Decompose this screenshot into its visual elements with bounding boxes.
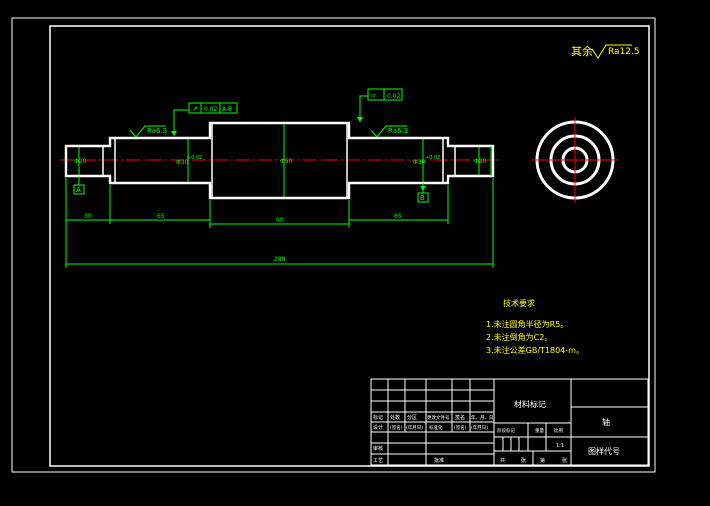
tb-h-2: 分区 [407, 414, 417, 421]
tb-h-1: 处数 [390, 414, 400, 421]
tb-stage-1: 重量 [535, 427, 544, 434]
roughness-left: Ra6.3 [129, 125, 167, 138]
tb-h-4: 签名 [455, 414, 465, 421]
tb-r2-1: (签名) [390, 424, 403, 431]
tb-r4-1: 批准 [434, 457, 444, 464]
roughness-right-value: Ra6.3 [388, 127, 408, 135]
len-seg2: 65 [157, 213, 165, 220]
tb-h-3: 更改文件号 [427, 414, 450, 421]
tech-item-1: 1.未注圆角半径为R5。 [486, 319, 568, 329]
diameter-dims: Φ20 Φ30 +0.02 Φ50 Φ30 +0.02 Φ20 [74, 124, 487, 197]
tb-stage-2: 比例 [554, 427, 563, 434]
tb-h-5: 年、月、日 [471, 414, 494, 421]
tolerance-frame-left: ↗ 0.02 A-B [171, 102, 238, 136]
tb-stage-0: 阶段标记 [497, 427, 515, 434]
tb-sheet-3: 张 [562, 457, 567, 464]
datum-a: A [73, 176, 85, 195]
datum-a-label: A [76, 186, 81, 194]
tol-right-value: 0.02 [387, 93, 401, 100]
dia-left-mid-tol: +0.02 [187, 155, 202, 161]
dia-right-mid-tol: +0.02 [425, 155, 440, 161]
general-roughness-value: Ra12.5 [608, 47, 640, 57]
dia-left-mid: Φ30 [176, 159, 189, 166]
dia-right-end: Φ20 [474, 158, 487, 165]
tol-left-datum: A-B [222, 106, 232, 113]
tb-r4-0: 工艺 [373, 458, 383, 464]
len-seg1: 30 [84, 213, 92, 220]
end-view [532, 117, 618, 203]
tol-right-symbol: ⌭ [371, 92, 376, 100]
roughness-right: Ra6.3 [370, 125, 408, 138]
datum-b-label: B [420, 194, 425, 202]
tb-sheet-1: 张 [521, 457, 526, 464]
tb-r2-2: (年月日) [406, 424, 423, 431]
general-note-text: 其余 [571, 44, 593, 58]
dia-center: Φ50 [280, 158, 293, 165]
tol-left-value: 0.02 [204, 106, 218, 113]
tb-sheet-2: 第 [540, 457, 545, 464]
outer-frame [11, 17, 656, 473]
shaft-outline [64, 121, 495, 200]
title-block: 材料标记 轴 图样代号 1:1 标记 处数 分区 更改文件号 签名 年、月、日 … [370, 378, 649, 466]
scale-value: 1:1 [556, 443, 564, 449]
dia-right-mid: Φ30 [413, 159, 426, 166]
tech-heading: 技术要求 [503, 298, 535, 308]
tech-item-2: 2.未注倒角为C2。 [486, 332, 552, 342]
tb-r2-3: 标准化 [429, 424, 443, 431]
length-dims: 30 65 90 65 288 [65, 178, 494, 268]
tb-r2-0: 设计 [373, 424, 383, 431]
tolerance-frame-right: ⌭ 0.02 [357, 88, 403, 122]
part-name: 轴 [602, 417, 610, 427]
len-seg4: 65 [394, 213, 402, 220]
len-seg3: 90 [276, 217, 284, 224]
datum-b: B [417, 183, 429, 203]
tb-sheet-0: 共 [500, 457, 505, 464]
general-roughness-note: 其余 Ra12.5 [571, 44, 640, 59]
tb-r2-5: (年月日) [471, 424, 488, 431]
tol-left-symbol: ↗ [192, 105, 198, 113]
dia-left-end: Φ20 [74, 158, 87, 165]
tb-h-0: 标记 [373, 414, 383, 421]
inner-frame [49, 25, 650, 467]
drawing-number: 图样代号 [588, 446, 620, 456]
technical-requirements: 技术要求 1.未注圆角半径为R5。 2.未注倒角为C2。 3.未注公差GB/T1… [486, 298, 584, 355]
roughness-symbol-general [591, 44, 632, 59]
len-total: 288 [274, 256, 286, 263]
material-mark: 材料标记 [514, 399, 546, 409]
tech-item-3: 3.未注公差GB/T1804-m。 [486, 345, 584, 355]
tb-r2-4: (签名) [454, 424, 467, 431]
tb-r3-0: 审核 [373, 445, 383, 452]
roughness-left-value: Ra6.3 [147, 127, 167, 135]
